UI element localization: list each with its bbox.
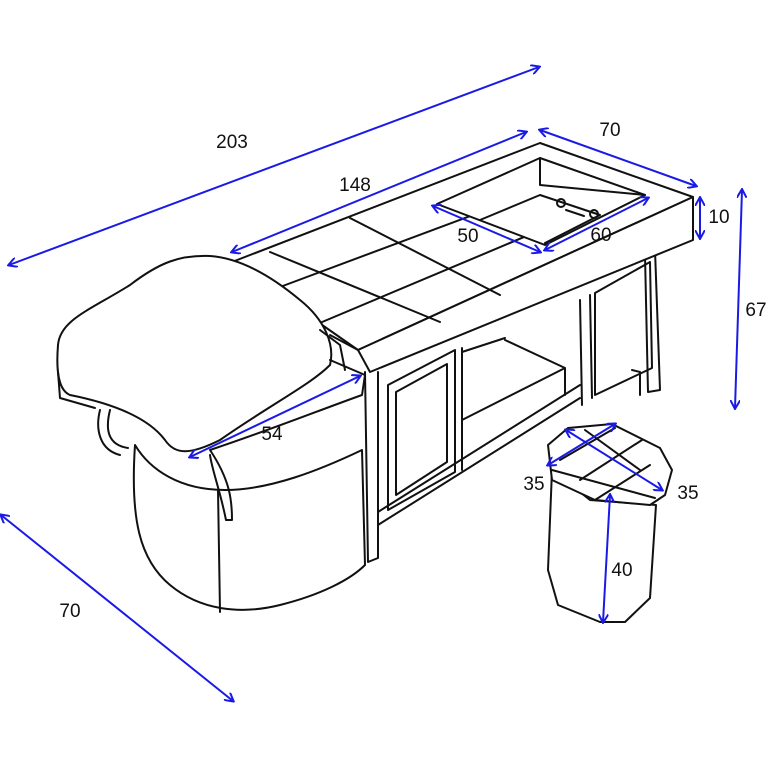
dim-arrow-stool-height — [603, 495, 610, 622]
dim-arrow-height — [735, 190, 742, 408]
label-stool-width: 35 — [677, 483, 698, 504]
label-basin-width: 60 — [590, 225, 611, 246]
dim-arrow-headrest-width — [190, 376, 360, 457]
cabinet-door-left — [387, 349, 456, 511]
dim-arrow-basin-length — [433, 206, 540, 252]
dim-arrow-stool-width — [566, 430, 662, 490]
headrest-base — [132, 444, 366, 611]
label-top-length: 148 — [339, 175, 371, 196]
cabinet-frame — [364, 249, 661, 563]
dim-arrow-basin-width — [545, 198, 648, 250]
dim-arrow-width — [540, 130, 696, 186]
dimension-arrows — [1, 67, 742, 701]
headrest-body — [319, 329, 359, 371]
label-width: 70 — [599, 120, 620, 141]
dim-arrow-base-depth — [1, 515, 233, 701]
label-height: 67 — [745, 300, 766, 321]
label-stool-depth: 35 — [523, 474, 544, 495]
label-headrest-width: 54 — [261, 424, 283, 445]
label-stool-height: 40 — [611, 560, 632, 581]
label-basin-length: 50 — [457, 226, 478, 247]
cabinet-shelf — [461, 337, 566, 471]
label-base-depth: 70 — [59, 601, 80, 622]
label-total-length: 203 — [216, 132, 248, 153]
dim-arrow-top-length — [232, 132, 526, 252]
dimension-labels: 203 148 70 10 67 50 60 54 70 35 35 40 — [59, 120, 766, 622]
cabinet-door-right — [594, 261, 653, 396]
label-thickness: 10 — [708, 207, 729, 228]
